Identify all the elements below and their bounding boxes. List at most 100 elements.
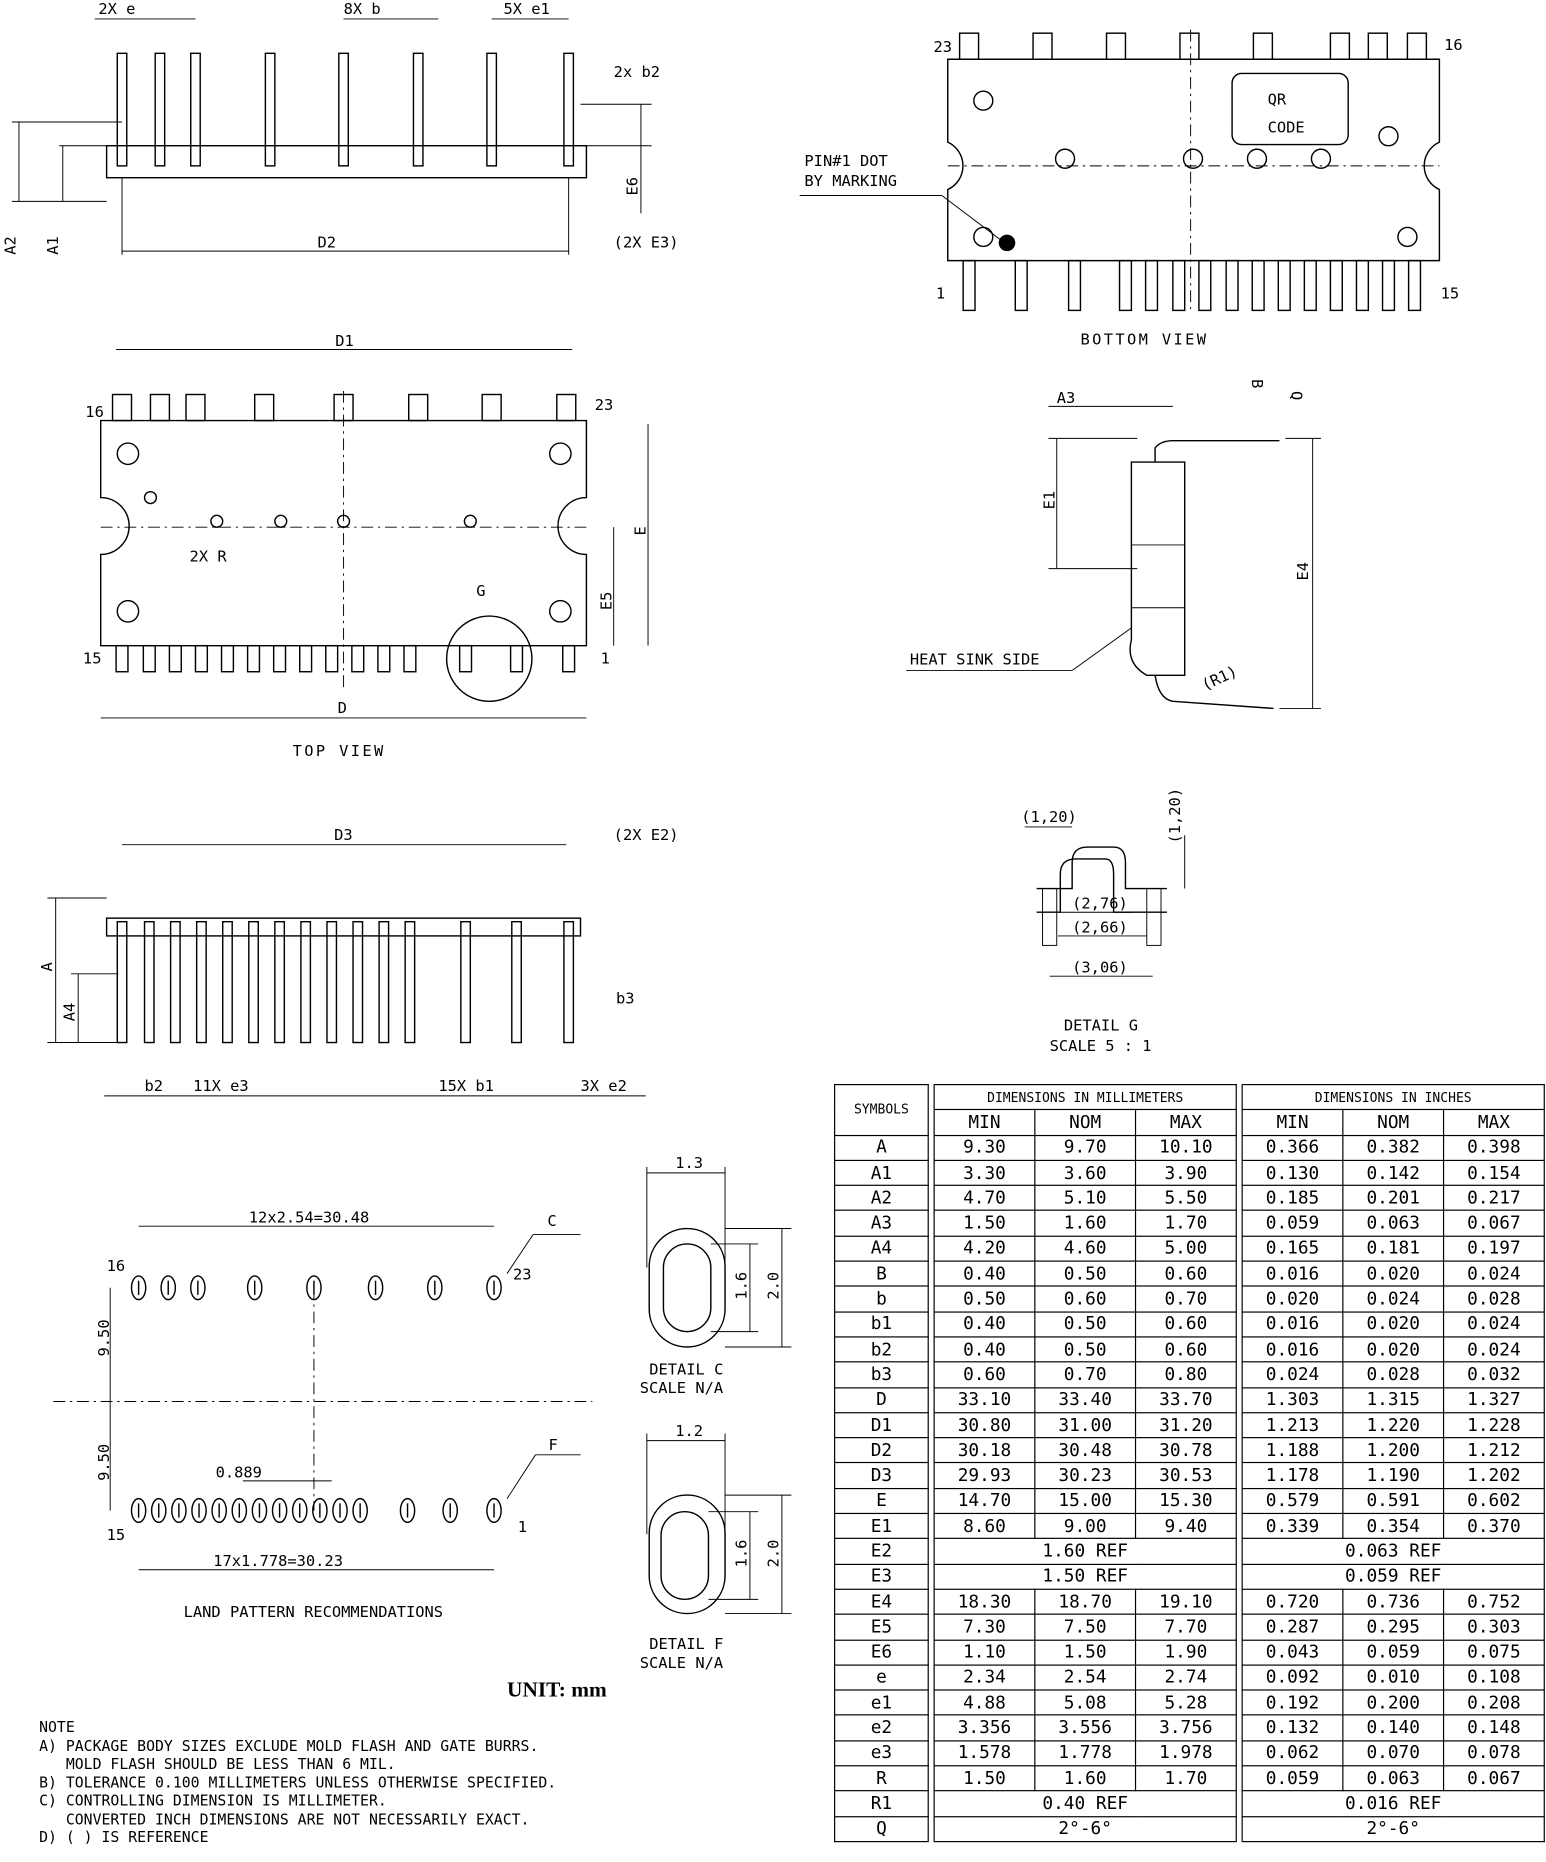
- land-pads: [130, 1275, 502, 1524]
- dim-5x-e1: 5X e1: [503, 0, 549, 18]
- symbol-cell: A3: [834, 1210, 929, 1237]
- mm-cell: 0.50: [1034, 1311, 1137, 1338]
- in-cell: 1.228: [1442, 1411, 1545, 1439]
- pin: [168, 644, 182, 673]
- mm-cell: 1.778: [1034, 1739, 1137, 1767]
- in-cell: 0.067: [1442, 1210, 1545, 1237]
- mm-cell: 15.30: [1134, 1487, 1237, 1515]
- mm-cell: 7.70: [1134, 1613, 1237, 1641]
- side-body: [105, 145, 588, 179]
- pin: [458, 644, 473, 673]
- land-pad: [171, 1497, 187, 1524]
- pin: [169, 920, 181, 1044]
- symbol-cell: b2: [834, 1336, 929, 1363]
- symbol-cell: D3: [834, 1462, 929, 1489]
- pin1-note: PIN#1 DOT: [804, 152, 887, 170]
- in-cell: 0.024: [1342, 1285, 1445, 1313]
- in-cell: 0.020: [1342, 1260, 1445, 1288]
- in-cell: 0.132: [1241, 1714, 1344, 1742]
- mm-cell: 1.70: [1134, 1765, 1237, 1792]
- mm-cell: 5.08: [1034, 1689, 1137, 1716]
- symbol-cell: e1: [834, 1689, 929, 1716]
- pin: [562, 644, 576, 673]
- pin: [1014, 259, 1028, 312]
- col-in-nom: NOM: [1342, 1109, 1445, 1136]
- symbol-cell: A2: [834, 1184, 929, 1212]
- in-cell: 0.075: [1442, 1639, 1545, 1666]
- symbol-cell: D2: [834, 1437, 929, 1464]
- mm-cell: 0.70: [1134, 1285, 1237, 1313]
- top-pins: [111, 393, 577, 673]
- mm-cell: 1.90: [1134, 1639, 1237, 1666]
- pin: [1179, 32, 1200, 60]
- dim-c-2-0: 2.0: [764, 1272, 782, 1300]
- in-ref-cell: 0.016 REF: [1241, 1790, 1545, 1817]
- mm-cell: 31.20: [1134, 1411, 1237, 1439]
- dimension-table: SYMBOLS DIMENSIONS IN MILLIMETERS DIMENS…: [834, 1083, 1545, 1843]
- pin: [556, 393, 577, 422]
- mm-cell: 0.50: [933, 1285, 1036, 1313]
- pin: [248, 920, 259, 1044]
- mm-cell: 7.50: [1034, 1613, 1137, 1641]
- dim-2x-b2: 2x b2: [614, 63, 660, 81]
- bottom-pins: [958, 32, 1428, 312]
- pin: [509, 644, 524, 673]
- mm-cell: 33.40: [1034, 1386, 1137, 1414]
- pin: [1329, 32, 1351, 60]
- in-cell: 0.354: [1342, 1512, 1445, 1540]
- pin: [962, 259, 976, 312]
- in-cell: 0.287: [1241, 1613, 1344, 1641]
- in-cell: 1.315: [1342, 1386, 1445, 1414]
- mm-cell: 4.88: [933, 1689, 1036, 1716]
- mm-cell: 29.93: [933, 1462, 1036, 1489]
- col-mm-min: MIN: [933, 1109, 1036, 1136]
- symbol-cell: E: [834, 1487, 929, 1515]
- in-cell: 0.020: [1342, 1311, 1445, 1338]
- detail-c: 1.3 1.6 2.0 DETAIL C SCALE N/A: [640, 1154, 792, 1397]
- pin: [1277, 259, 1291, 312]
- pin: [378, 920, 390, 1044]
- col-mm-max: MAX: [1134, 1109, 1237, 1136]
- in-cell: 0.154: [1442, 1159, 1545, 1187]
- pin: [299, 644, 313, 673]
- dim-a: A: [38, 962, 56, 971]
- land-pad: [231, 1497, 248, 1524]
- mm-cell: 0.60: [1134, 1311, 1237, 1338]
- note-line: CONVERTED INCH DIMENSIONS ARE NOT NECESS…: [39, 1809, 530, 1828]
- dim-g-306: (3,06): [1072, 959, 1128, 977]
- land-pad: [211, 1497, 227, 1524]
- in-cell: 0.016: [1241, 1260, 1344, 1288]
- detail-f-title: DETAIL F: [649, 1635, 723, 1653]
- mm-cell: 15.00: [1034, 1487, 1137, 1515]
- symbol-cell: D: [834, 1386, 929, 1414]
- mm-ref-cell: 2°-6°: [933, 1815, 1237, 1843]
- pin: [1032, 32, 1053, 60]
- side-pins: [116, 52, 575, 167]
- pin: [194, 644, 209, 673]
- pin: [412, 52, 424, 167]
- notes-title: NOTE: [39, 1717, 75, 1736]
- dim-e6: E6: [623, 177, 641, 196]
- mm-cell: 18.70: [1034, 1588, 1137, 1616]
- in-cell: 0.063: [1342, 1765, 1445, 1792]
- dim-d1: D1: [335, 332, 354, 350]
- pin: [1303, 259, 1317, 312]
- land-pad: [130, 1275, 147, 1301]
- pin: [143, 920, 155, 1044]
- dim-e4: E4: [1294, 562, 1312, 581]
- end-view: A3 B Q E1 E4 HEAT SINK SIDE (R1): [906, 379, 1321, 710]
- dim-f-2-0: 2.0: [764, 1540, 782, 1568]
- in-header: DIMENSIONS IN INCHES: [1241, 1083, 1545, 1111]
- dim-a4: A4: [61, 1003, 79, 1022]
- pin-label-16: 16: [107, 1257, 126, 1275]
- pin: [274, 920, 286, 1044]
